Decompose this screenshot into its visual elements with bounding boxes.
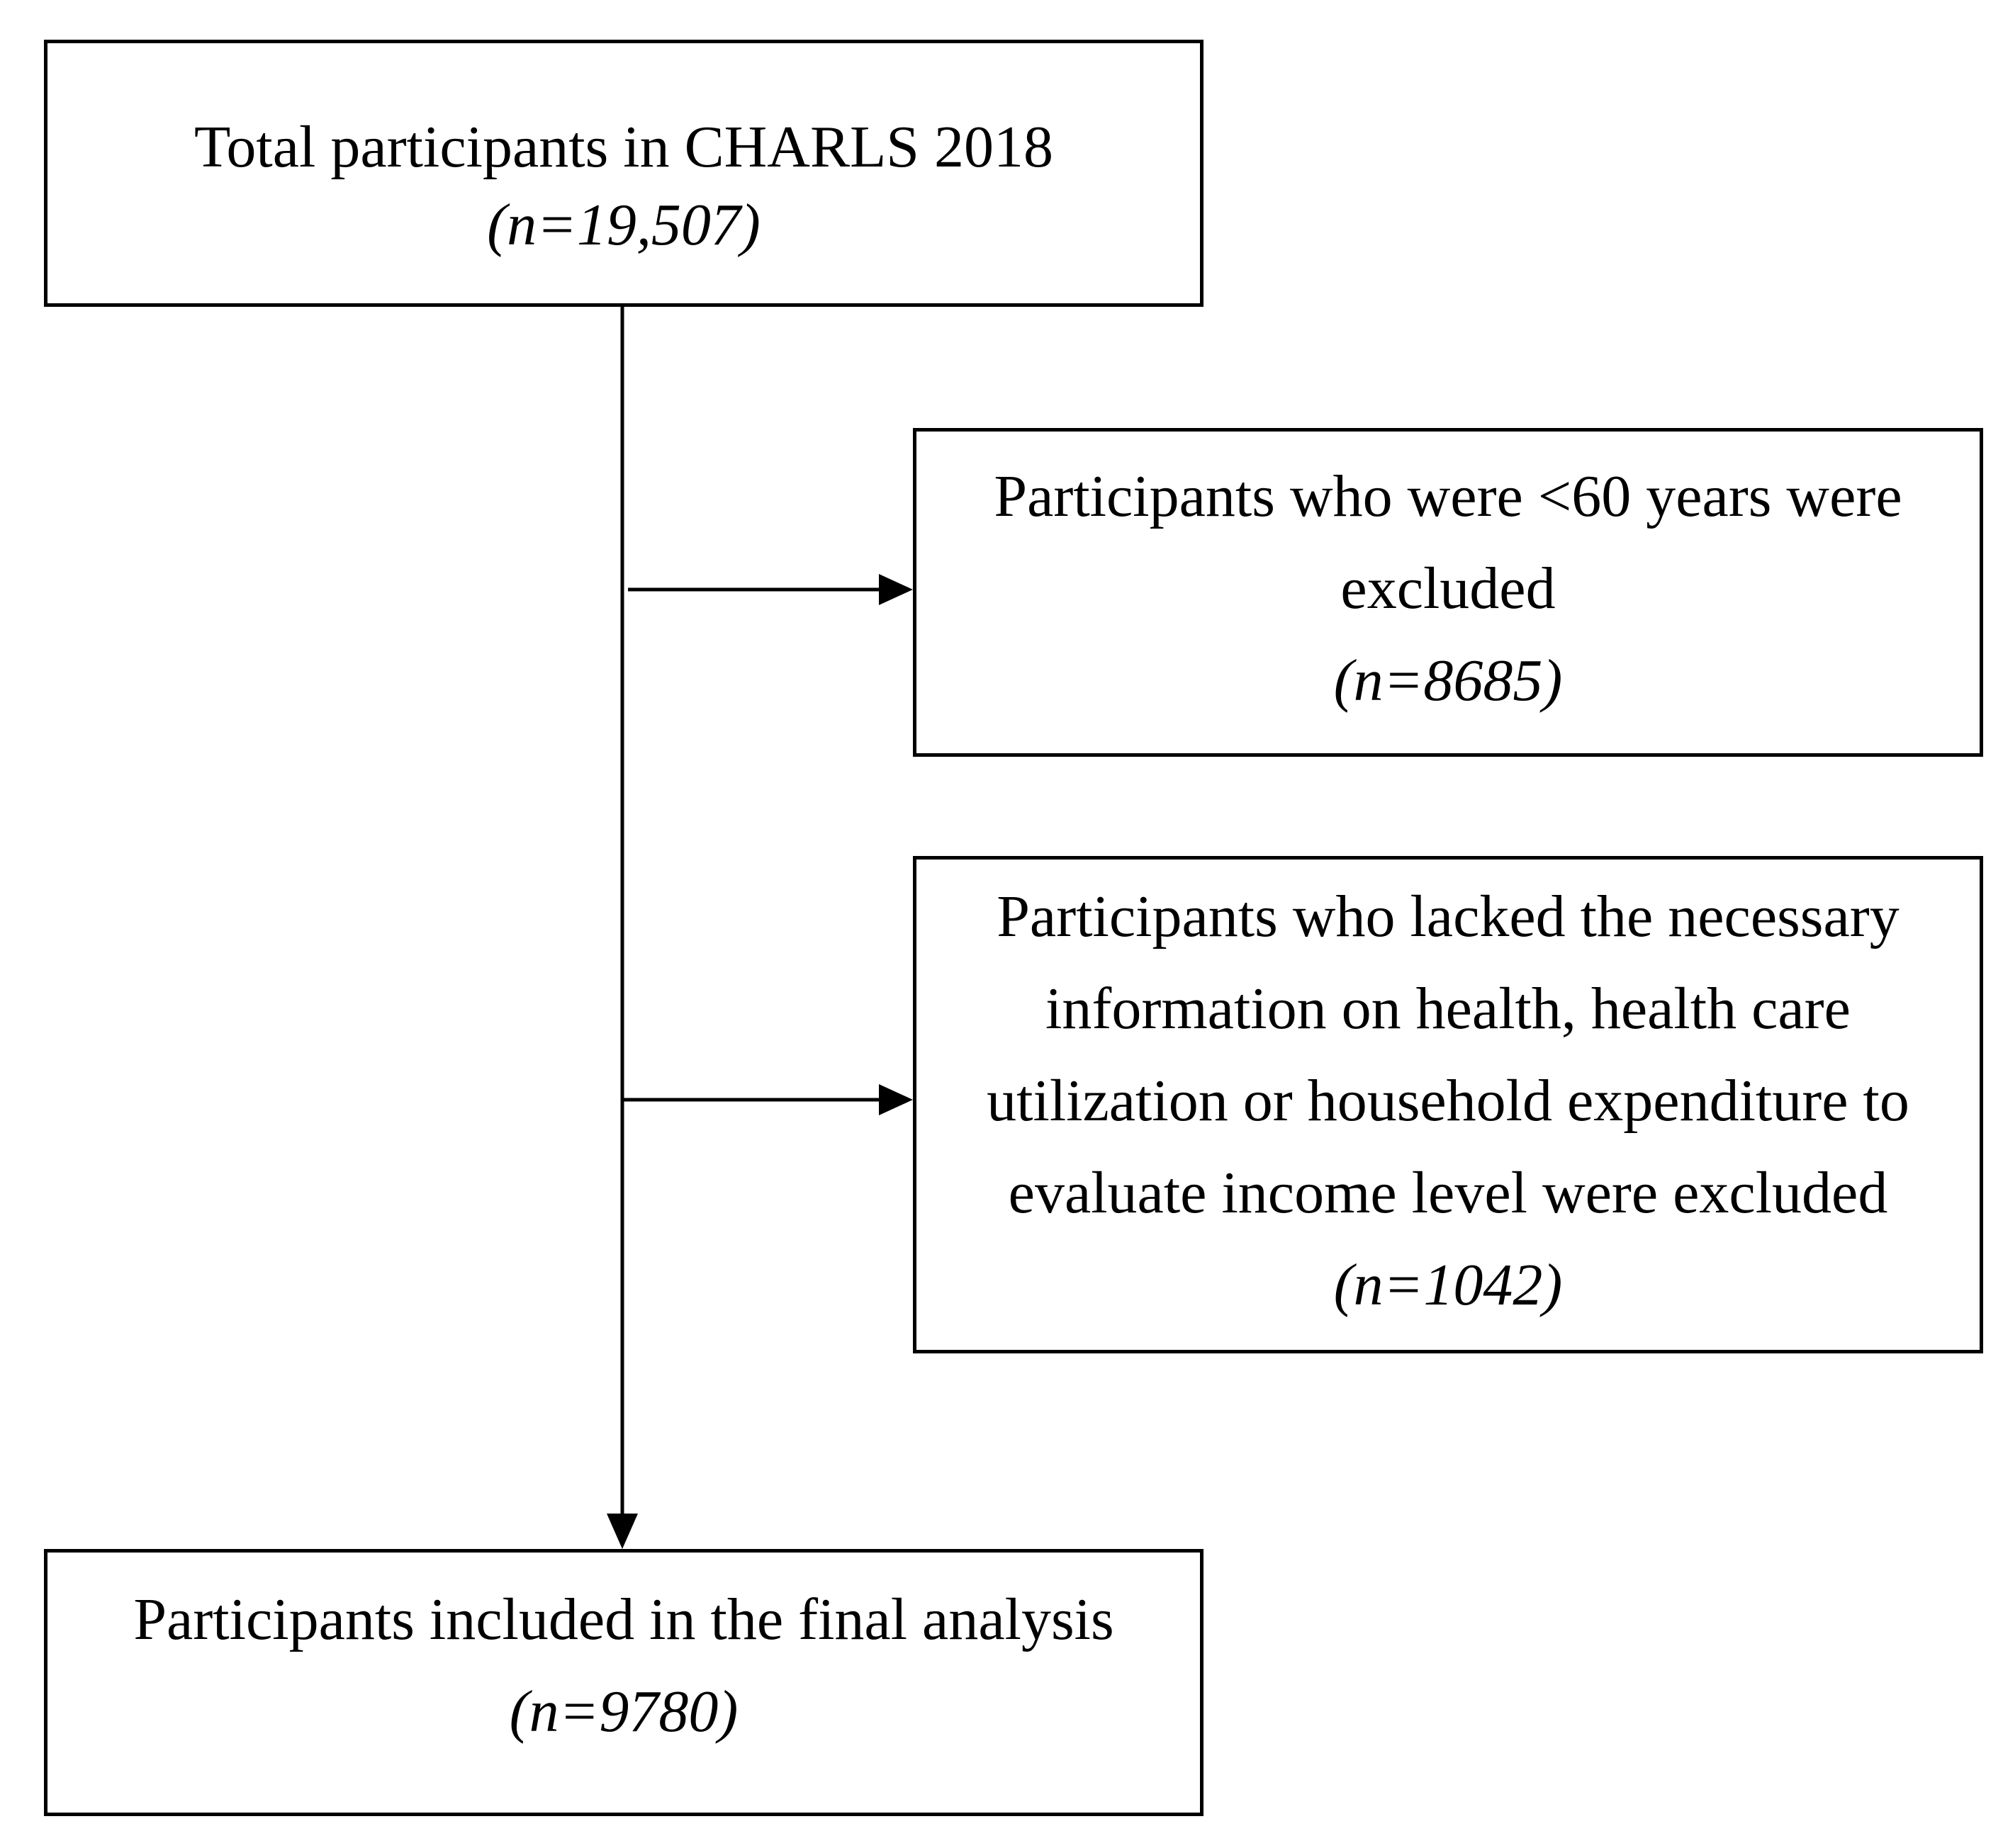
arrowhead-to-missing-exclusion — [879, 1084, 913, 1115]
final-analysis-label: Participants included in the final analy… — [133, 1587, 1114, 1652]
total-participants-count: (n=19,507) — [487, 192, 761, 258]
missing-info-exclusion-count: (n=1042) — [1333, 1252, 1563, 1318]
arrowhead-to-age-exclusion — [879, 574, 913, 605]
total-participants-box: Total participants in CHARLS 2018 (n=19,… — [44, 40, 1204, 307]
total-participants-label: Total participants in CHARLS 2018 — [193, 114, 1053, 180]
age-exclusion-label: Participants who were <60 years were exc… — [994, 463, 1902, 621]
missing-info-exclusion-label: Participants who lacked the necessary in… — [987, 884, 1909, 1226]
age-exclusion-box: Participants who were <60 years were exc… — [913, 428, 1983, 757]
missing-info-exclusion-box: Participants who lacked the necessary in… — [913, 856, 1983, 1353]
arrowhead-to-final — [607, 1514, 638, 1549]
final-analysis-count: (n=9780) — [509, 1679, 739, 1745]
age-exclusion-count: (n=8685) — [1333, 648, 1563, 714]
final-analysis-box: Participants included in the final analy… — [44, 1549, 1204, 1816]
